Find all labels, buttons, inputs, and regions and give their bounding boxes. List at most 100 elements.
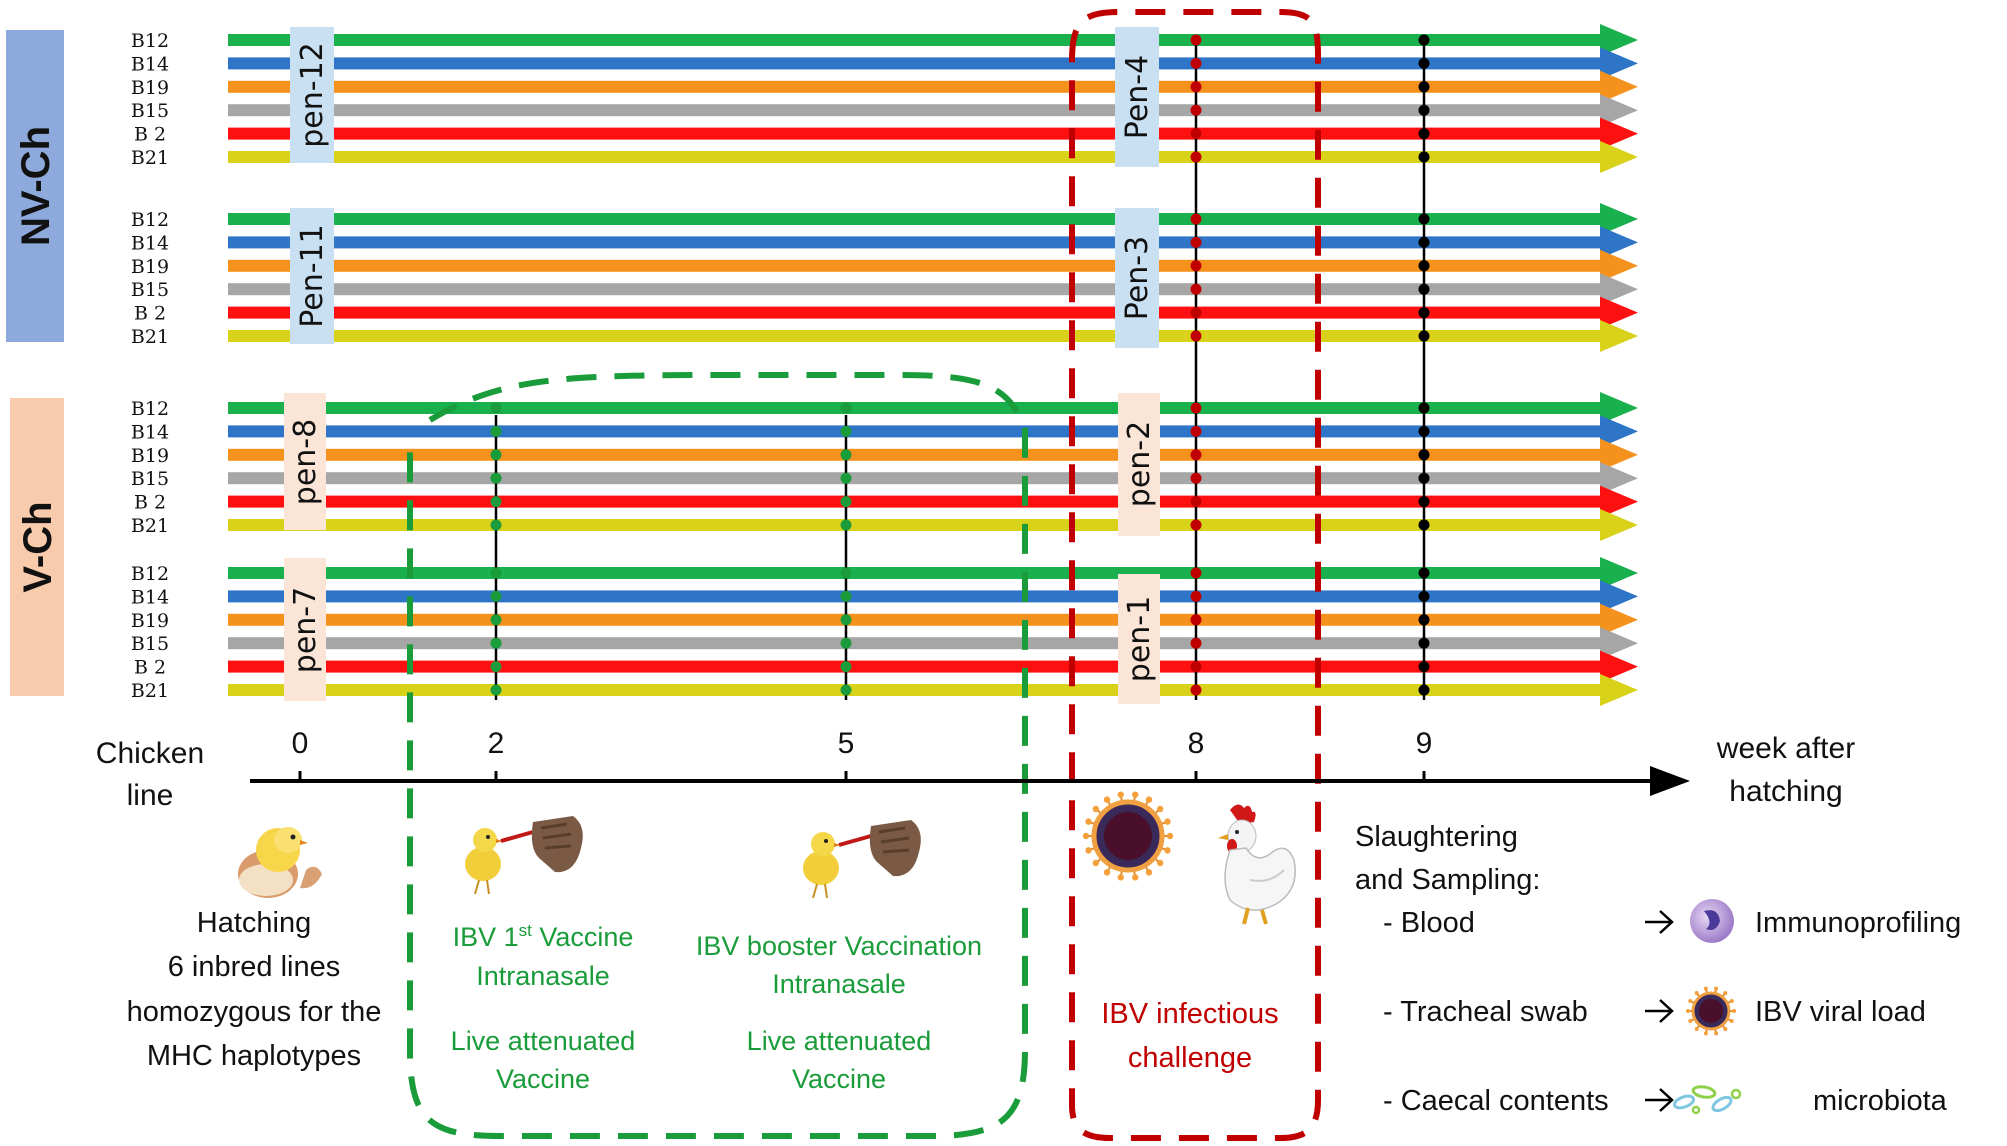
pen-box — [1118, 574, 1160, 704]
challenge-line: IBV infectious — [1101, 998, 1278, 1030]
virus-spike-tip — [1723, 1026, 1728, 1031]
arrow-head — [1600, 249, 1638, 282]
sampling-dot — [1190, 661, 1202, 673]
arrow-head — [1600, 438, 1638, 471]
arrow-head — [1600, 273, 1638, 306]
virus-spike-tip — [1729, 1018, 1734, 1023]
sample-result: microbiota — [1813, 1085, 1948, 1117]
chicken-line-arrow: B21 — [131, 320, 1638, 352]
chicken-line-label: B19 — [131, 610, 169, 632]
arrow-head — [1600, 117, 1638, 150]
sampling-dot — [1418, 213, 1430, 225]
pen-box — [284, 393, 326, 530]
arrow-head — [1600, 580, 1638, 613]
chicken-line-arrow: B21 — [131, 141, 1638, 173]
week-tick-label: 0 — [292, 727, 309, 760]
virus-spike-tip — [1132, 791, 1139, 798]
sampling-dot — [1190, 590, 1202, 602]
sampling-dot — [1418, 236, 1430, 248]
sampling-dot — [1418, 519, 1430, 531]
chicken-line-label: B 2 — [134, 492, 166, 514]
chicken-line-arrow: B14 — [131, 226, 1638, 259]
sampling-dot — [490, 425, 502, 437]
sampling-dot — [1190, 213, 1202, 225]
virus-spike-tip — [1156, 805, 1164, 813]
chicken-line-arrow: B21 — [131, 509, 1638, 541]
vaccine2-line1: IBV booster Vaccination — [696, 931, 982, 961]
sampling-dot — [1418, 425, 1430, 437]
sampling-dot — [1190, 614, 1202, 626]
virus-spike-tip — [1156, 859, 1164, 867]
vaccine1-line3: Live attenuated — [451, 1026, 636, 1056]
challenge-caption: IBV infectious challenge — [1101, 998, 1278, 1074]
hatching-chick-icon — [238, 827, 322, 898]
chicken-line-label: B15 — [131, 100, 169, 122]
sampling-dot — [1418, 637, 1430, 649]
sampling-line — [490, 402, 502, 700]
arrow-shaft — [228, 519, 1600, 531]
sampling-dot — [1418, 104, 1430, 116]
sampling-line — [1190, 34, 1202, 700]
sampling-dot — [490, 496, 502, 508]
pen-box — [284, 558, 326, 701]
virus-spike-tip — [1732, 1009, 1736, 1013]
virus-spike-tip — [1085, 818, 1092, 825]
virus-spike-tip — [1714, 1031, 1719, 1036]
chicken-line-arrow: B 2 — [134, 485, 1638, 518]
sampling-dot — [840, 425, 852, 437]
group-bar-nv-ch — [6, 30, 64, 342]
first-vaccine-caption: IBV 1st Vaccine Intranasale Live attenua… — [451, 921, 636, 1094]
chicken-line-arrow: B15 — [131, 273, 1638, 306]
chicken-line-arrow: B14 — [131, 415, 1638, 448]
virus-spike-tip — [1686, 1009, 1690, 1013]
chicken-line-arrow: B19 — [131, 438, 1638, 471]
chicken-line-label: B15 — [131, 279, 169, 301]
sampling-dot — [490, 449, 502, 461]
axis-left-label: Chicken — [96, 737, 204, 770]
chicken-line-label: B12 — [131, 30, 169, 52]
arrow-head — [1600, 650, 1638, 683]
challenge-period-box — [1069, 9, 1321, 1141]
chicken-line-arrow: B15 — [131, 627, 1638, 660]
arrow-head — [1600, 392, 1638, 424]
arrow-head — [1600, 70, 1638, 103]
pen-labels: pen-12 Pen-4 Pen-11 Pen-3 pen-8 pen-2 pe… — [284, 27, 1160, 704]
sampling-dot — [840, 637, 852, 649]
chicken-line-arrow: B19 — [131, 249, 1638, 282]
arrow-shaft — [228, 80, 1600, 93]
sampling-dot — [490, 637, 502, 649]
chicken-line-label: B15 — [131, 633, 169, 655]
sampling-line — [1418, 34, 1430, 700]
arrow-head — [1600, 94, 1638, 127]
chicken-line-arrow: B 2 — [134, 296, 1638, 329]
vaccine1-line1: IBV 1st Vaccine — [453, 921, 634, 952]
arrow-icon — [1645, 999, 1674, 1023]
arrow-shaft — [228, 330, 1600, 342]
sampling-dot — [1418, 567, 1430, 579]
chicken-line-label: B14 — [131, 421, 169, 443]
sampling-dot — [1418, 34, 1430, 46]
virus-spike-tip — [1145, 796, 1153, 803]
sampling-dot — [1418, 614, 1430, 626]
virus-spike-tip — [1166, 832, 1174, 840]
pen-label: Pen-4 — [1120, 55, 1155, 139]
sampling-dot — [840, 519, 852, 531]
sampling-dot — [1418, 151, 1430, 163]
sampling-dot — [1190, 128, 1202, 140]
arrow-head — [1600, 320, 1638, 352]
axis-right-label: hatching — [1729, 775, 1842, 808]
sampling-dot — [490, 402, 502, 414]
sampling-dot — [1190, 684, 1202, 696]
arrow-head — [1600, 226, 1638, 259]
sampling-title: Slaughtering — [1355, 821, 1518, 853]
chicken-line-label: B21 — [131, 147, 169, 169]
pen-label: pen-7 — [288, 587, 323, 673]
sampling-dot — [1190, 402, 1202, 414]
arrow-shaft — [228, 259, 1600, 272]
arrow-head — [1600, 674, 1638, 706]
virus-spike-tip — [1164, 847, 1171, 854]
arrow-head — [1600, 627, 1638, 660]
chicken-line-label: B21 — [131, 515, 169, 537]
virus-spike-tip — [1688, 1018, 1693, 1023]
